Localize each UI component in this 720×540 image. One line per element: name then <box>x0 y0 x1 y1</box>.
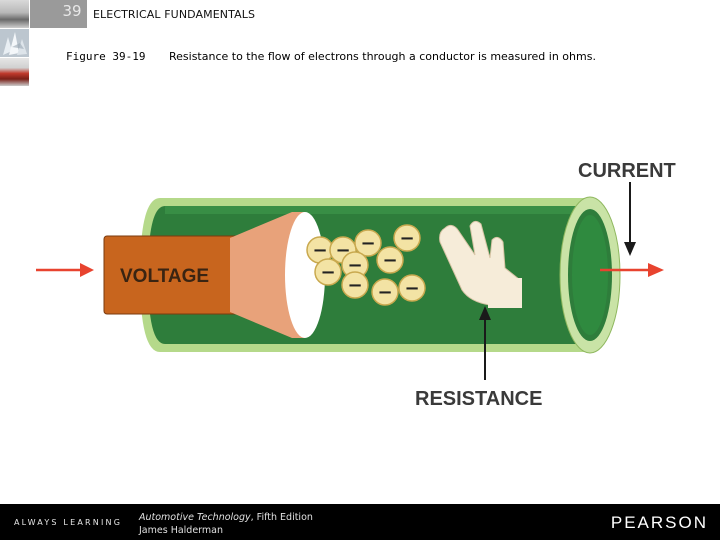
chapter-number: 39 <box>58 2 86 20</box>
figure-number: Figure 39-19 <box>66 50 145 63</box>
electron-symbol: − <box>320 262 335 283</box>
car-thumbnail <box>0 0 29 28</box>
electron-symbol: − <box>404 278 419 299</box>
electron-symbol: − <box>312 240 327 261</box>
resistance-label: RESISTANCE <box>415 388 542 410</box>
footer-bar: ALWAYS LEARNING Automotive Technology, F… <box>0 504 720 540</box>
always-learning-text: ALWAYS LEARNING <box>14 518 122 527</box>
crystal-icon <box>0 29 29 57</box>
voltage-arrow <box>36 263 94 277</box>
crystal-thumbnail <box>0 29 29 57</box>
sportscar-thumbnail <box>0 58 29 86</box>
chapter-title: ELECTRICAL FUNDAMENTALS <box>93 8 255 21</box>
pearson-logo: PEARSON <box>611 513 708 533</box>
figure-caption: Resistance to the flow of electrons thro… <box>169 50 596 63</box>
book-author: James Halderman <box>139 525 223 536</box>
electron-symbol: − <box>347 275 362 296</box>
current-label: CURRENT <box>578 160 676 182</box>
electron-symbol: − <box>360 233 375 254</box>
electron-symbol: − <box>377 282 392 303</box>
book-title: Automotive Technology, Fifth Edition <box>139 512 313 523</box>
electron-symbol: − <box>399 228 414 249</box>
book-title-text: Automotive Technology <box>139 512 251 523</box>
tube-end <box>560 197 620 353</box>
current-arrow <box>624 182 636 256</box>
voltage-label: VOLTAGE <box>120 266 209 287</box>
resistance-diagram: VOLTAGE −−−−−−−−−− CURRENT RESISTANCE <box>0 130 720 420</box>
book-edition: , Fifth Edition <box>251 512 313 523</box>
electron-symbol: − <box>382 250 397 271</box>
